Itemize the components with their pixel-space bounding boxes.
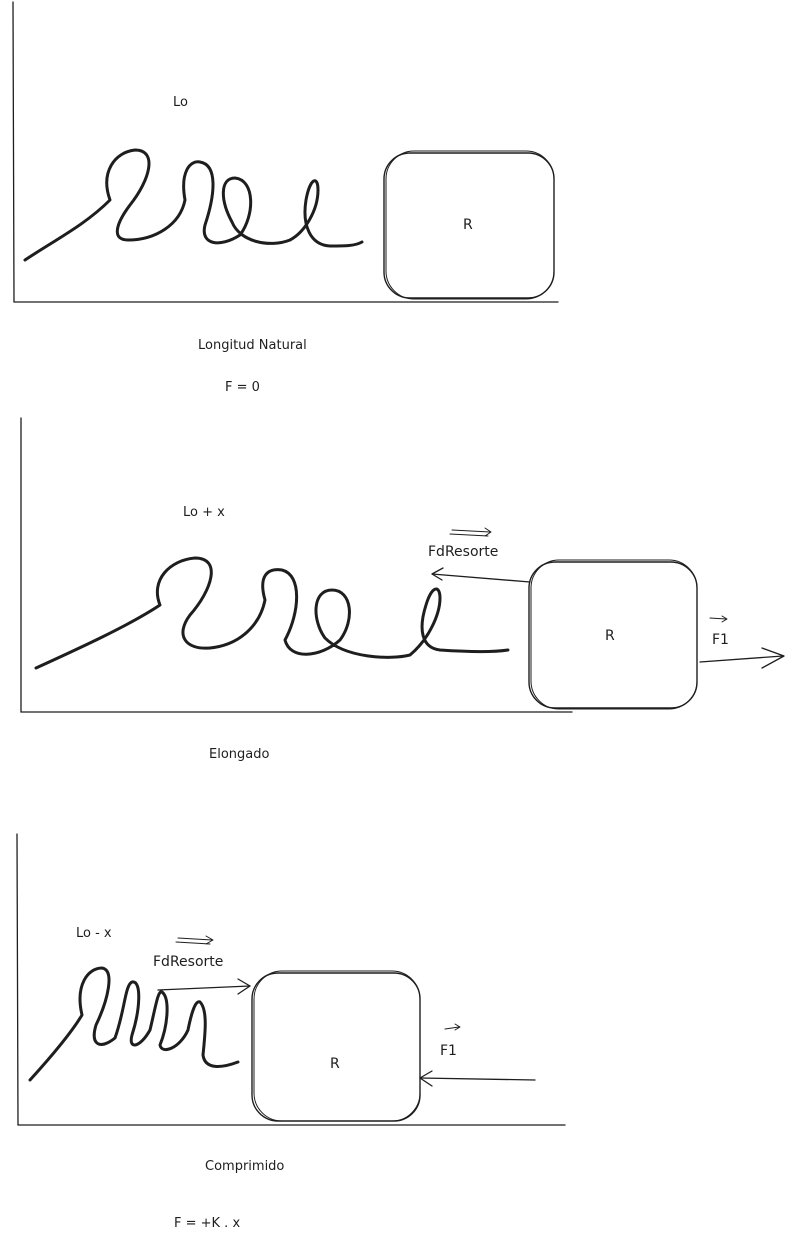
spring <box>28 966 240 1082</box>
block <box>251 972 421 1122</box>
vector-arrow-icon <box>175 935 214 945</box>
block-label: R <box>463 217 473 233</box>
applied-force-label: F1 <box>712 632 729 648</box>
vector-arrow-icon <box>709 615 728 623</box>
caption: Longitud Natural <box>198 338 307 353</box>
axis-vertical <box>16 833 19 1126</box>
length-label: Lo + x <box>183 505 225 520</box>
panel-natural: Lo R Longitud Natural F = 0 <box>12 1 559 395</box>
block-label: R <box>330 1056 340 1072</box>
spring <box>34 556 510 670</box>
applied-force-label: F1 <box>440 1043 457 1059</box>
applied-force-arrow <box>419 1077 536 1081</box>
applied-force-arrow <box>699 655 784 663</box>
caption: Comprimido <box>205 1159 284 1174</box>
panel-comprimido: Lo - x FdResorte R F1 Comprimido F = +K … <box>16 833 566 1231</box>
panel-elongado: Lo + x FdResorte R F1 Elongado <box>20 417 785 762</box>
length-label: Lo - x <box>76 926 112 941</box>
equation: F = +K . x <box>174 1216 240 1231</box>
block-label: R <box>605 628 615 644</box>
spring-force-label: FdResorte <box>428 544 498 560</box>
axis-vertical <box>12 1 15 303</box>
vector-arrow-icon <box>449 527 492 537</box>
spring <box>23 148 364 262</box>
spring-force-arrow <box>157 985 251 991</box>
caption: Elongado <box>209 747 269 762</box>
length-label: Lo <box>173 95 188 110</box>
spring-force-label: FdResorte <box>153 954 223 970</box>
spring-force-arrow <box>431 573 531 583</box>
vector-arrow-icon <box>444 1023 461 1031</box>
equation: F = 0 <box>225 380 260 395</box>
